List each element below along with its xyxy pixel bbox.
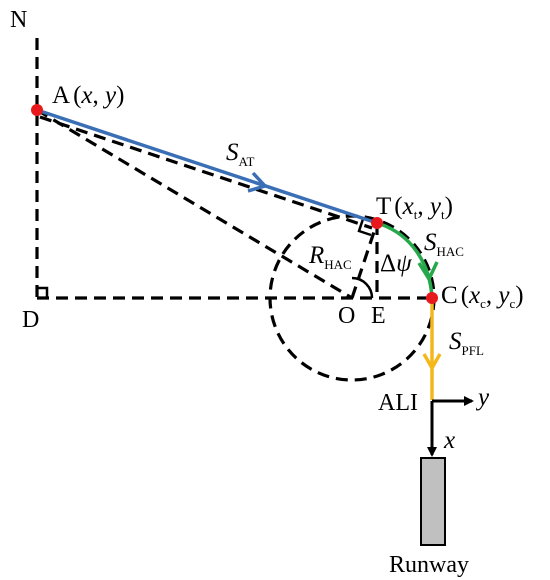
label-r-hac: RHAC [308, 242, 352, 272]
label-s-hac: SHAC [424, 229, 464, 259]
segment-hac-arc [376, 221, 434, 299]
label-point-a: A(x, y) [52, 82, 124, 109]
segment-at [36, 108, 378, 225]
right-angle-marker-d [37, 286, 49, 298]
segment-pfl-arrowhead [422, 353, 442, 372]
label-point-o: O [338, 303, 355, 329]
label-s-at: SAT [226, 139, 254, 169]
runway-rectangle [420, 457, 446, 546]
label-axis-x: x [443, 427, 455, 454]
label-s-pfl: SPFL [449, 328, 484, 358]
right-angle-marker-t [357, 218, 372, 237]
line-a-to-o [36, 108, 353, 300]
label-point-e: E [371, 303, 386, 329]
label-axis-y: y [475, 384, 490, 411]
segment-hac-arrowhead [417, 261, 439, 283]
line-a-to-t-dashed [39, 115, 373, 230]
label-runway: Runway [389, 552, 469, 578]
label-point-t: T(xt, yt) [376, 193, 453, 222]
label-ali: ALI [378, 390, 418, 416]
waypoint-a [31, 104, 43, 116]
segment-at-arrowhead [247, 171, 269, 193]
label-point-d: D [22, 307, 39, 333]
label-point-c: C(xc, yc) [441, 282, 524, 311]
label-delta-psi: Δψ [380, 250, 412, 277]
waypoint-t [371, 217, 383, 229]
radius-o-to-t [350, 222, 379, 299]
angle-arc-o [351, 276, 374, 299]
label-north: N [10, 7, 27, 33]
waypoint-c [426, 292, 438, 304]
